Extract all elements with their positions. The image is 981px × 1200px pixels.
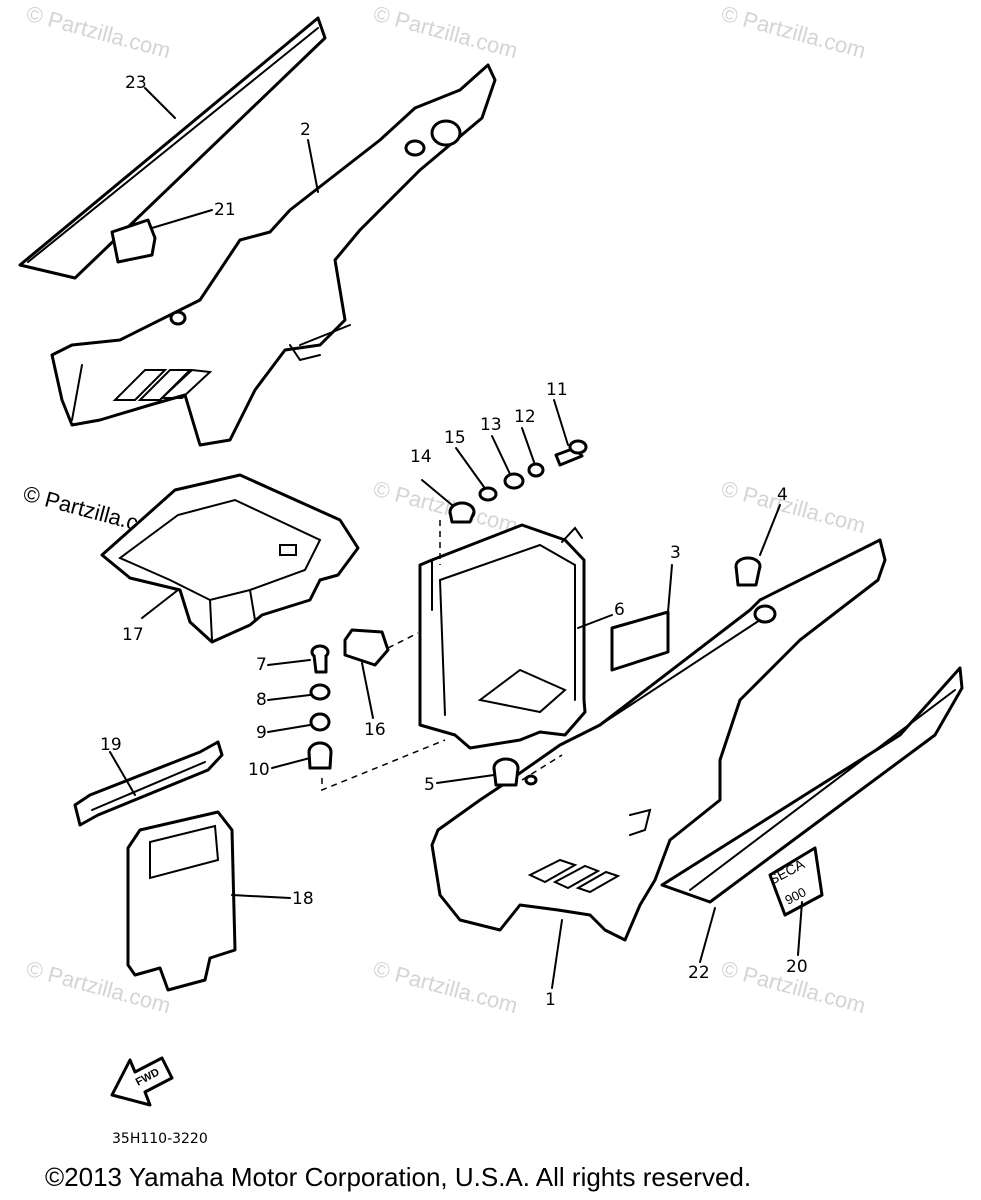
callout-17: 17 [122,625,144,645]
callout-15: 15 [444,428,466,448]
part-23-stripe [18,16,327,280]
part-8-nut [309,683,331,701]
callout-18: 18 [292,889,314,909]
callout-9: 9 [256,723,267,743]
part-7-bolt [310,644,330,674]
part-16-clip [343,628,390,667]
callout-14: 14 [410,447,432,467]
watermark: © Partzilla.com [719,476,869,539]
part-4-grommet [734,556,762,587]
part-14-grommet [448,501,476,524]
callouts: 23 2 21 11 12 13 15 14 4 3 6 17 7 8 9 10… [100,73,808,1010]
watermark: © Partzilla.com [24,1,174,64]
callout-5: 5 [424,775,435,795]
part-1-side-cover [430,538,887,942]
part-15-collar [478,486,498,502]
watermark: © Partzilla.com [371,476,521,539]
callout-4: 4 [777,485,788,505]
callout-3: 3 [670,543,681,563]
part-5-grommet [492,757,538,787]
part-10-grommet [307,741,333,770]
fwd-arrow-icon: FWD [110,1056,174,1107]
callout-11: 11 [546,380,568,400]
part-12-nut [527,462,545,478]
copyright-notice: ©2013 Yamaha Motor Corporation, U.S.A. A… [45,1162,751,1192]
part-11-bolt [554,439,588,467]
part-13-washer [503,472,525,490]
guide-lines [321,520,563,792]
part-20-emblem: SECA 900 [766,846,824,917]
watermark: © Partzilla.com [371,956,521,1019]
diagram-code: 35H110-3220 [112,1131,208,1147]
watermark: © Partzilla.com [371,1,521,64]
callout-22: 22 [688,963,710,983]
callout-20: 20 [786,957,808,977]
part-22-stripe [660,666,964,904]
callout-1: 1 [545,990,556,1010]
callout-7: 7 [256,655,267,675]
part-18-case [126,810,237,992]
callout-10: 10 [248,760,270,780]
part-2-side-cover [50,63,497,447]
callout-12: 12 [514,407,536,427]
watermark: © Partzilla.com [719,1,869,64]
part-3-label [610,610,670,672]
callout-6: 6 [614,600,625,620]
callout-19: 19 [100,735,122,755]
callout-13: 13 [480,415,502,435]
callout-16: 16 [364,720,386,740]
callout-2: 2 [300,120,311,140]
part-19-strap [73,740,224,827]
part-9-collar [309,712,331,732]
leader-lines [109,87,803,989]
part-21-emblem [110,218,157,264]
part-17-tray [100,473,360,644]
part-6-battery-box [418,523,587,750]
callout-23: 23 [125,73,147,93]
callout-8: 8 [256,690,267,710]
callout-21: 21 [214,200,236,220]
